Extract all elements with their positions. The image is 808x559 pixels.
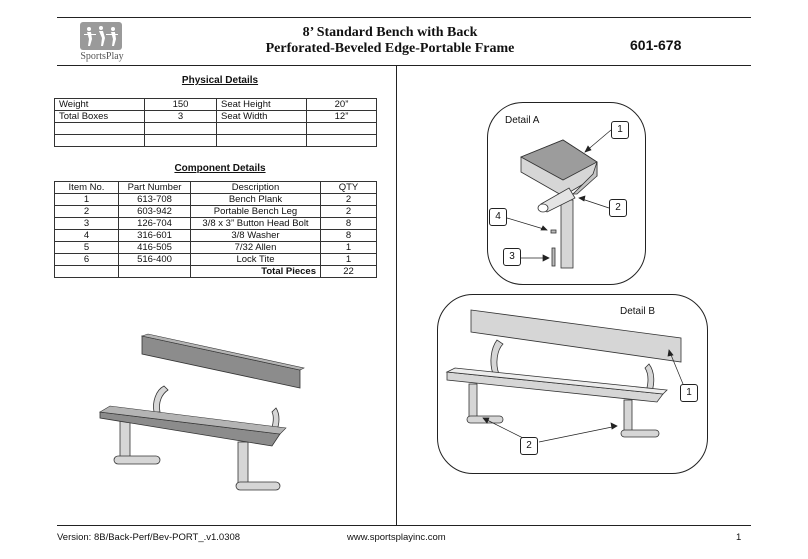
top-rule [57, 17, 751, 18]
table-cell: 1 [54, 193, 119, 206]
page-number: 1 [736, 532, 742, 543]
table-cell: 613-708 [118, 193, 191, 206]
footer-version: Version: 8B/Back-Perf/Bev-PORT_.v1.0308 [57, 532, 241, 543]
table-cell: 3/8 Washer [190, 229, 321, 242]
table-cell: 2 [320, 193, 377, 206]
table-cell: 316-601 [118, 229, 191, 242]
footer-rule [57, 525, 751, 526]
total-label: Total Pieces [190, 265, 321, 278]
table-cell: 1 [320, 241, 377, 254]
callout-detail-a-2: 2 [609, 199, 627, 217]
callout-detail-a-1: 1 [611, 121, 629, 139]
table-cell [54, 134, 145, 147]
table-cell: Portable Bench Leg [190, 205, 321, 218]
detail-b-frame [437, 294, 708, 474]
table-cell: 3 [144, 110, 217, 123]
total-value: 22 [320, 265, 377, 278]
table-cell [144, 134, 217, 147]
detail-a-frame [487, 102, 646, 285]
table-cell: Seat Width [216, 110, 307, 123]
column-header: Description [190, 181, 321, 194]
table-cell: 1 [320, 253, 377, 266]
detail-illustrations [445, 129, 684, 443]
header-rule [57, 65, 751, 66]
logo-figures-icon [80, 22, 122, 50]
table-cell: Seat Height [216, 98, 307, 111]
callout-detail-b-2: 2 [520, 437, 538, 455]
page-title-line-1: 8’ Standard Bench with Back [302, 25, 478, 40]
table-row [54, 134, 377, 147]
table-cell [54, 265, 119, 278]
physical-details-title: Physical Details [181, 75, 259, 86]
bench-illustration [99, 333, 305, 491]
table-cell: 20” [306, 98, 377, 111]
table-cell [118, 265, 191, 278]
table-cell: 5 [54, 241, 119, 254]
table-header-row: Item No. Part Number Description QTY [54, 181, 377, 194]
callout-detail-a-3: 3 [503, 248, 521, 266]
column-divider [396, 65, 397, 525]
table-cell: 603-942 [118, 205, 191, 218]
detail-b-label: Detail B [620, 306, 656, 317]
callout-detail-b-1: 1 [680, 384, 698, 402]
column-header: Part Number [118, 181, 191, 194]
table-cell: Weight [54, 98, 145, 111]
table-cell: 2 [54, 205, 119, 218]
table-cell: Total Boxes [54, 110, 145, 123]
table-cell: 4 [54, 229, 119, 242]
component-details-title: Component Details [174, 163, 266, 174]
column-header: QTY [320, 181, 377, 194]
footer-url[interactable]: www.sportsplayinc.com [347, 532, 446, 543]
table-cell [306, 134, 377, 147]
detail-a-label: Detail A [505, 115, 540, 126]
table-cell [216, 122, 307, 135]
product-code: 601-678 [630, 37, 682, 53]
table-cell [54, 122, 145, 135]
table-cell: 8 [320, 217, 377, 230]
table-cell: 6 [54, 253, 119, 266]
table-cell: 8 [320, 229, 377, 242]
logo-text: SportsPlay [80, 51, 124, 62]
table-cell [144, 122, 217, 135]
table-cell [306, 122, 377, 135]
table-row [54, 122, 377, 135]
table-cell [216, 134, 307, 147]
table-cell: 416-505 [118, 241, 191, 254]
table-cell: 12” [306, 110, 377, 123]
table-cell: Bench Plank [190, 193, 321, 206]
table-cell: 2 [320, 205, 377, 218]
table-cell: 3/8 x 3” Button Head Bolt [190, 217, 321, 230]
column-header: Item No. [54, 181, 119, 194]
sportsplay-logo: SportsPlay [72, 22, 132, 62]
total-row: Total Pieces 22 [54, 265, 377, 278]
table-cell: 150 [144, 98, 217, 111]
table-cell: 126-704 [118, 217, 191, 230]
page-title-line-2: Perforated-Beveled Edge-Portable Frame [265, 41, 515, 56]
callout-detail-a-4: 4 [489, 208, 507, 226]
table-cell: 3 [54, 217, 119, 230]
table-cell: Lock Tite [190, 253, 321, 266]
table-cell: 516-400 [118, 253, 191, 266]
table-cell: 7/32 Allen [190, 241, 321, 254]
